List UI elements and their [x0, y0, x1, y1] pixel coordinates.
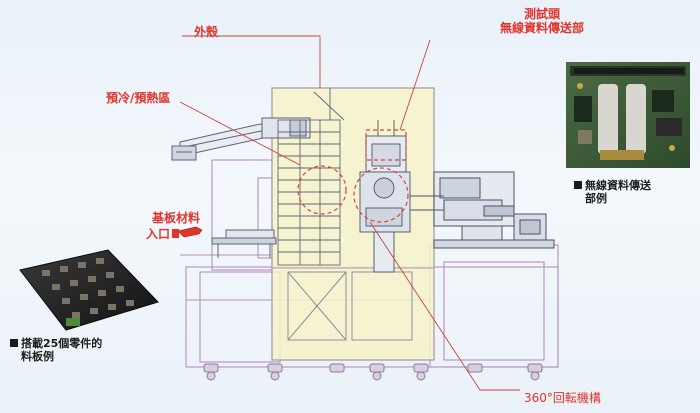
casters — [203, 363, 543, 381]
tray-photo — [19, 249, 159, 331]
label-inlet: 入口 — [146, 227, 171, 241]
label-rotation: 360°回転機構 — [524, 391, 601, 405]
magazine-racks — [277, 88, 345, 266]
black-square-icon — [10, 339, 18, 347]
label-board-example: 搭載25個零件的 料板例 — [10, 337, 102, 363]
label-test-head-line1: 測試頭 — [523, 7, 560, 21]
label-board-line2: 料板例 — [21, 349, 54, 363]
label-board-line1: 搭載25個零件的 — [10, 337, 102, 351]
upper-conveyor — [171, 117, 311, 161]
right-side-unit — [410, 171, 555, 249]
leader-lines — [179, 35, 520, 391]
label-test-head-line2: 無線資料傳送部 — [499, 20, 584, 35]
black-square-icon — [574, 181, 582, 189]
label-test-head: 測試頭 無線資料傳送部 — [482, 7, 602, 36]
label-shell: 外殼 — [194, 25, 219, 39]
lower-conveyor — [211, 229, 277, 258]
test-head-mechanism — [359, 120, 411, 273]
pointing-hand-icon — [172, 226, 203, 238]
callout-circles — [297, 129, 409, 223]
label-wireless-line1: 無線資料傳送 — [574, 179, 651, 193]
label-substrate: 基板材料 — [152, 211, 201, 225]
label-preheat: 預冷/預熱區 — [106, 91, 171, 105]
wireless-module-photo — [566, 62, 690, 168]
label-wireless-example: 無線資料傳送 部例 — [574, 179, 651, 205]
label-wireless-line2: 部例 — [585, 191, 607, 205]
